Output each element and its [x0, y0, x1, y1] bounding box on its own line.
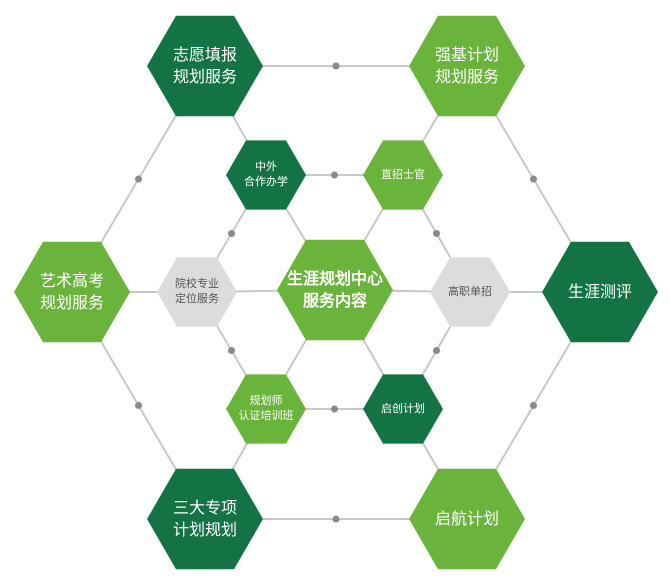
hexagon-center — [277, 239, 393, 341]
center-hub-label: 生涯规划中心 服务内容 — [286, 269, 383, 310]
inner-node-guihuashi: 规划师 认证培训班 — [238, 394, 294, 422]
inner-node-zhizhao: 直招士官 — [381, 167, 425, 181]
outer-node-qiangji: 强基计划 规划服务 — [434, 45, 499, 86]
hexagon-outer — [14, 241, 130, 343]
outer-node-zhiyuan: 志愿填报 规划服务 — [172, 45, 237, 86]
hexagon-inner — [430, 257, 510, 327]
inner-ring-dot — [228, 230, 235, 237]
hexagon-shapes — [14, 15, 658, 570]
outer-node-qihang: 启航计划 — [434, 509, 499, 529]
outer-ring-dot — [530, 175, 537, 183]
outer-ring-dot — [530, 402, 537, 409]
inner-ring-dot — [331, 405, 338, 413]
hexagon-outer — [409, 468, 525, 570]
inner-ring-dot — [433, 230, 440, 237]
connector-dots — [135, 62, 537, 523]
hexagon-inner — [226, 374, 306, 444]
hexagon-outer — [147, 15, 263, 117]
hexagon-inner — [363, 374, 443, 444]
inner-ring-dot — [331, 171, 338, 179]
hexagon-inner — [157, 257, 237, 327]
inner-node-qichuang: 启创计划 — [381, 401, 425, 415]
inner-node-yuanxiao: 院校专业 定位服务 — [175, 277, 219, 305]
outer-node-sanda: 三大专项 计划规划 — [172, 498, 237, 539]
inner-ring-dot — [228, 347, 235, 354]
hexagon-inner — [226, 140, 306, 210]
hexagon-outer — [542, 241, 658, 343]
outer-node-yishu: 艺术高考 规划服务 — [39, 271, 104, 312]
outer-ring-dot — [135, 175, 142, 183]
hexagon-outer — [409, 15, 525, 117]
inner-node-gaozhi: 高职单招 — [448, 284, 492, 298]
hexagon-outer — [147, 468, 263, 570]
outer-ring-dot — [332, 62, 340, 70]
hexagon-inner — [363, 140, 443, 210]
inner-ring-dot — [433, 347, 440, 354]
inner-node-zhongwai: 中外 合作办学 — [244, 160, 288, 188]
outer-ring-dot — [135, 402, 142, 409]
outer-ring-dot — [332, 515, 340, 523]
outer-node-shengya: 生涯测评 — [567, 282, 632, 302]
